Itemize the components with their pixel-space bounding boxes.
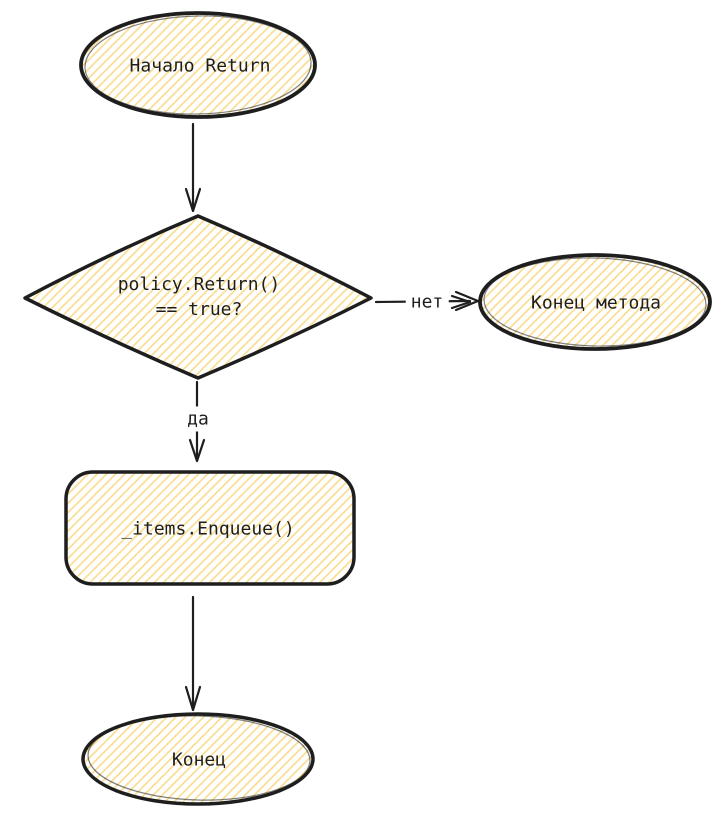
start-node-label: Начало Return [129,55,271,77]
node-end-shape [81,712,315,806]
end-method-node-label: Конец метода [530,292,662,314]
decision-label-line-1: policy.Return() [117,274,281,295]
decision-label-line-2: == true? [155,299,243,320]
edge-label-no: нет [405,289,449,315]
node-enqueue-shape [64,470,356,586]
node-start-shape [79,11,317,119]
node-end-method-shape [478,253,712,351]
decision-node-label: policy.Return() == true? [118,272,281,322]
node-decision-shape [23,214,373,380]
edge-start-decision [184,122,202,213]
edge-label-yes: да [182,406,214,432]
enqueue-node-label: _items.Enqueue() [121,518,295,540]
end-node-label: Конец [171,749,227,771]
edge-enqueue-end [184,595,202,712]
